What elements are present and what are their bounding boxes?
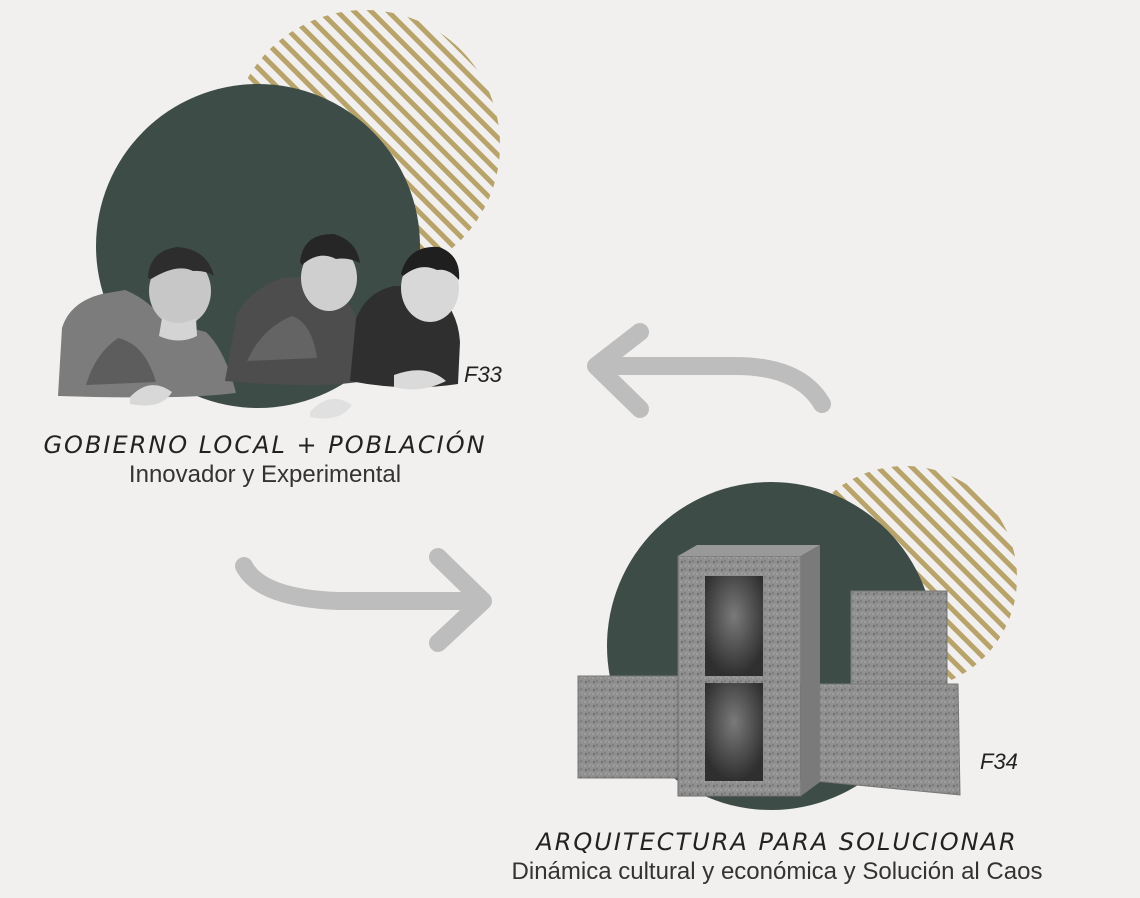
figure-label-f34: F34 [980, 749, 1018, 774]
node-one-title: GOBIERNO LOCAL + POBLACIÓN [43, 431, 487, 459]
figure-label-f33: F33 [464, 362, 503, 387]
node-two-title: ARQUITECTURA PARA SOLUCIONAR [536, 828, 1018, 856]
node-two-caption: ARQUITECTURA PARA SOLUCIONAR Dinámica cu… [427, 827, 1127, 887]
node-two-subtitle: Dinámica cultural y económica y Solución… [511, 858, 1043, 885]
node-one-subtitle: Innovador y Experimental [128, 461, 402, 488]
concrete-blocks-photo [577, 545, 961, 797]
men-photo [58, 233, 460, 419]
node-gobierno-local: F33 [58, 10, 503, 419]
node-one-caption: GOBIERNO LOCAL + POBLACIÓN Innovador y E… [24, 430, 506, 490]
arrow-return [587, 323, 831, 418]
arrow-forward [235, 548, 492, 652]
node-arquitectura: F34 [577, 466, 1018, 810]
